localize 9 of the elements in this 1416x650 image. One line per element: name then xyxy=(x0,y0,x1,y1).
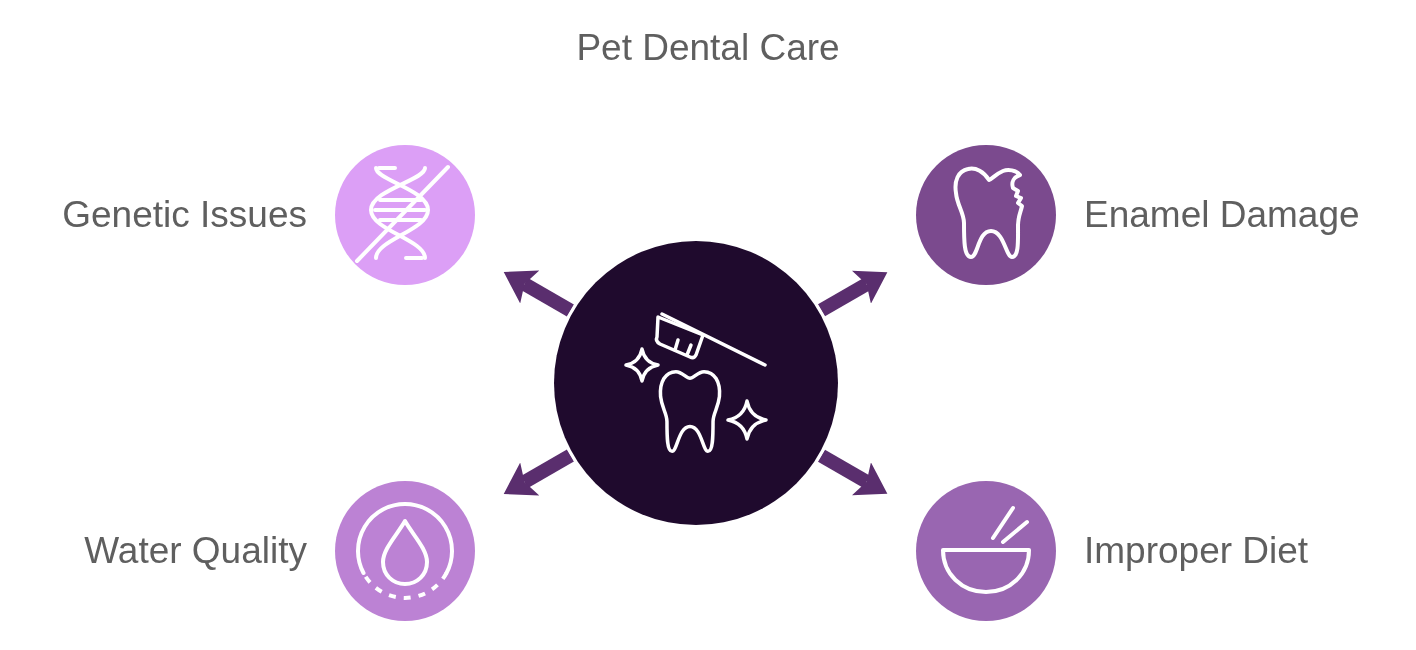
arrow xyxy=(818,270,888,317)
arrow xyxy=(503,270,574,317)
node-label: Enamel Damage xyxy=(1084,193,1360,237)
arrow xyxy=(503,449,574,496)
node-label: Improper Diet xyxy=(1084,529,1309,573)
node-label: Water Quality xyxy=(84,529,307,573)
title: Pet Dental Care xyxy=(576,26,840,70)
node-label: Genetic Issues xyxy=(62,193,307,237)
arrow xyxy=(818,449,888,496)
